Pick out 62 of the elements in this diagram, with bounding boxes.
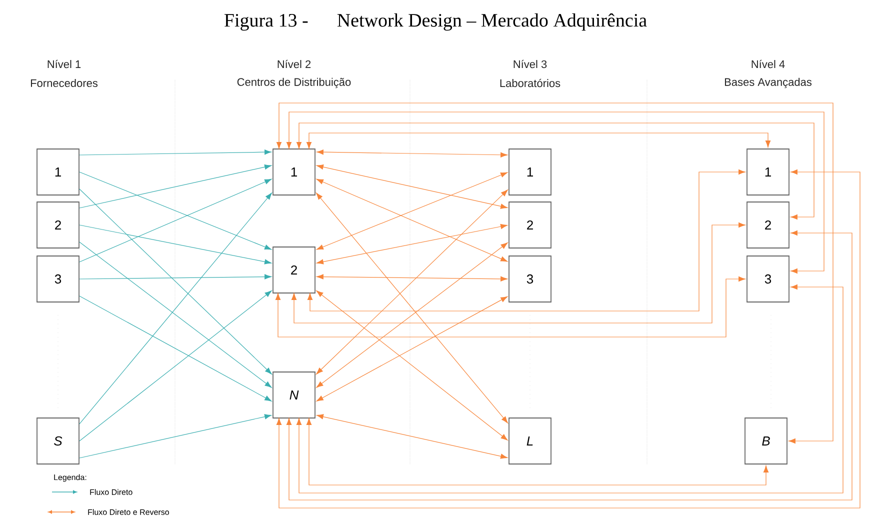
arrow (296, 284, 844, 494)
arrow (79, 274, 272, 280)
arrow (286, 230, 852, 500)
node-box: 2 (36, 202, 80, 248)
arrow (79, 224, 272, 264)
arrow (316, 242, 508, 388)
arrow (306, 132, 771, 149)
arrow (79, 150, 272, 156)
column-header: Nível 1 (48, 60, 81, 68)
arrow (316, 192, 508, 424)
arrow (316, 296, 508, 402)
arrow (79, 164, 272, 208)
arrow (296, 122, 814, 220)
node-box: 3 (508, 256, 552, 302)
arrow (79, 172, 272, 250)
node-box: B (744, 418, 788, 464)
arrow (276, 169, 860, 508)
arrow (275, 276, 746, 338)
arrow (79, 242, 272, 388)
arrow (316, 150, 508, 158)
node-box: 3 (36, 256, 80, 302)
arrow (79, 178, 272, 262)
node-box: 1 (508, 148, 552, 196)
arrow (291, 222, 746, 324)
node-box: 2 (746, 202, 790, 248)
node-box: S (36, 418, 80, 464)
arrow (286, 112, 824, 274)
arrow (316, 414, 508, 459)
figure-title: Figura 13 - Network Design – Mercado Adquirência (224, 13, 647, 31)
arrow (79, 296, 272, 402)
arrow (316, 164, 508, 209)
node-box: 1 (36, 148, 80, 196)
column-header: Bases Avançadas (724, 78, 812, 88)
legend-title: Legenda: (54, 474, 86, 482)
node-box: 1 (272, 148, 316, 196)
arrow (79, 188, 272, 374)
node-box: L (508, 418, 552, 464)
arrow (307, 169, 746, 312)
arrow (316, 178, 508, 262)
arrow (316, 172, 508, 250)
column-header: Fornecedores (30, 78, 98, 88)
column-header: Nível 3 (514, 60, 547, 68)
node-box: 2 (272, 246, 316, 294)
arrow (316, 190, 508, 374)
column-header: Nível 4 (752, 60, 785, 68)
column-header: Centros de Distribuição (237, 78, 351, 88)
column-header: Nível 2 (278, 60, 311, 68)
legend-text: Fluxo Direto (90, 489, 132, 495)
legend-text: Fluxo Direto e Reverso (88, 509, 169, 515)
arrow (316, 274, 508, 282)
arrow (79, 414, 272, 458)
arrow (79, 192, 272, 424)
column-header: Laboratórios (500, 78, 560, 88)
node-box: 1 (746, 148, 790, 196)
arrow (306, 418, 769, 486)
arrow (276, 102, 834, 444)
node-box: 3 (746, 256, 790, 302)
arrow (79, 290, 272, 442)
node-box: N (272, 372, 316, 418)
arrow (316, 224, 508, 264)
node-box: 2 (508, 202, 552, 248)
arrow (316, 290, 508, 440)
